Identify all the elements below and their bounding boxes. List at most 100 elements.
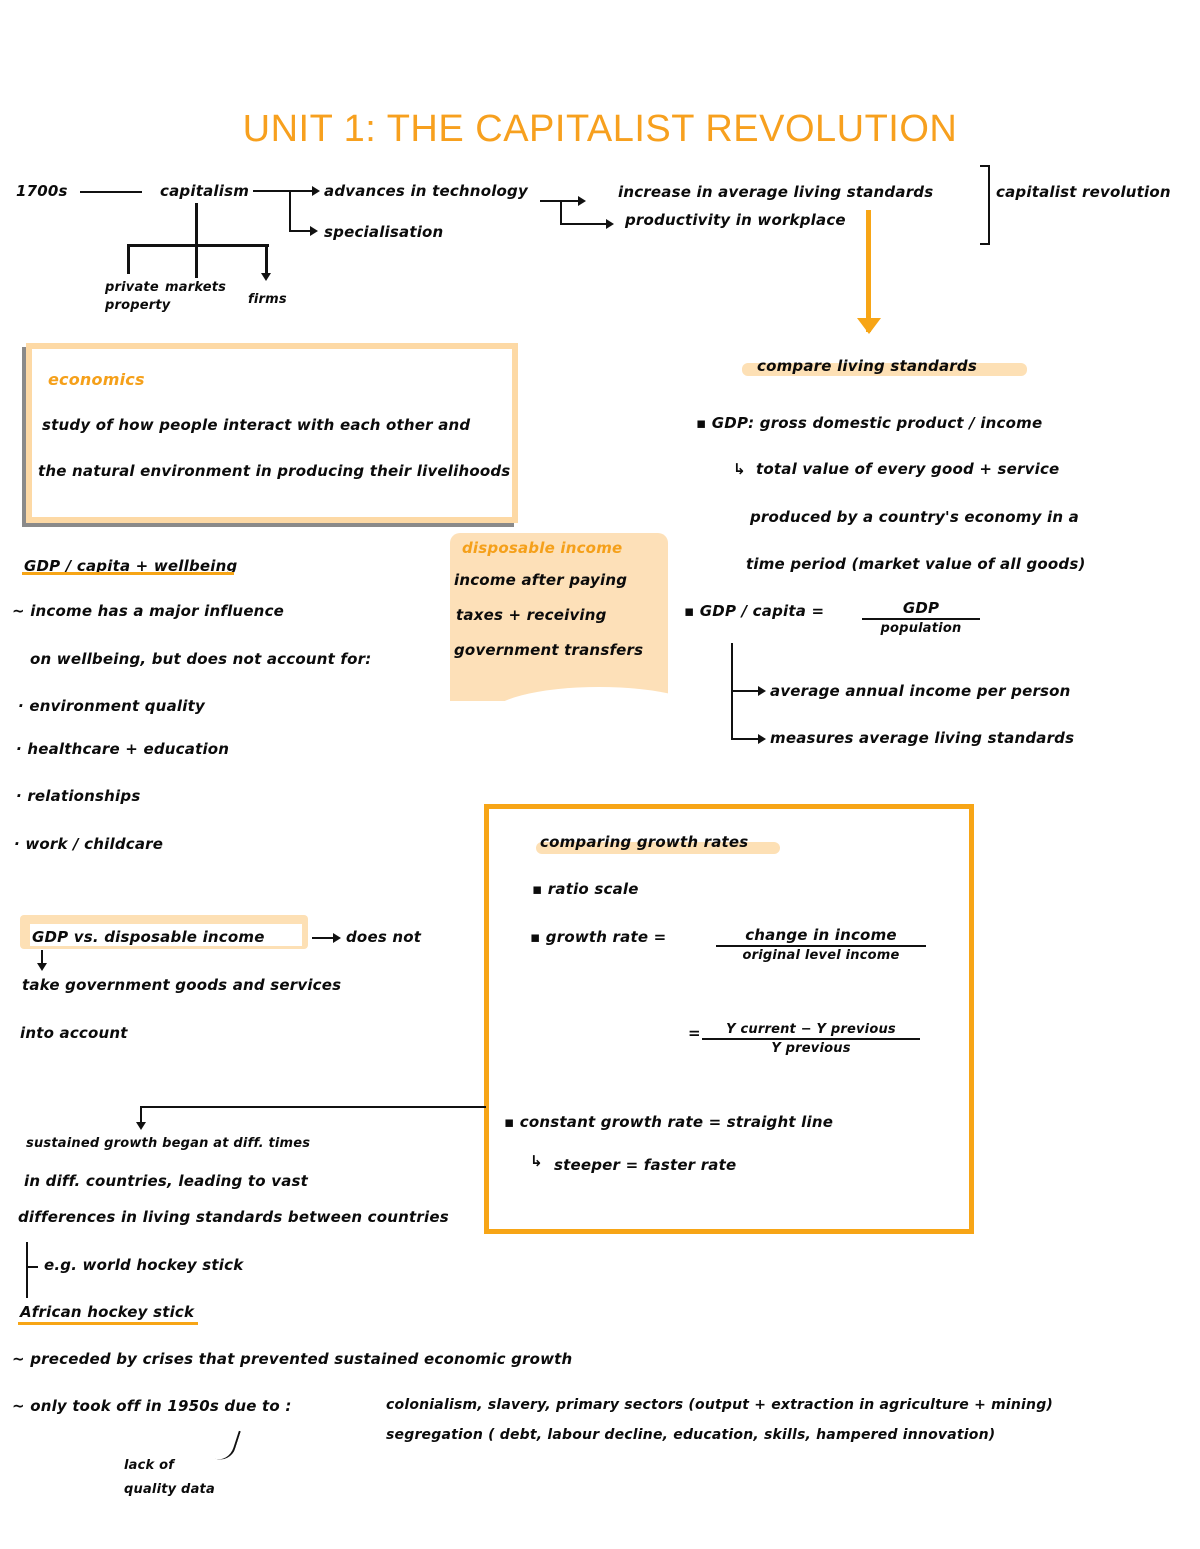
arrow-right-icon [312,186,320,196]
arrow-right-icon [758,686,766,696]
capitalist-revolution-label: capitalist revolution [996,183,1171,201]
growth-heading: comparing growth rates [540,833,749,851]
connector-line [140,1106,486,1108]
arrow-right-icon [578,196,586,206]
note-line-1: lack of [124,1458,175,1473]
connector-line [26,1266,38,1268]
arrow-right-icon [310,226,318,236]
technology-label: advances in technology [324,182,528,200]
pillar-private: private [105,280,159,295]
wellbeing-line-2: on wellbeing, but does not account for: [30,650,372,668]
arrow-down-icon [37,963,47,971]
arrow-right-icon [333,933,341,943]
heading-underline [18,1322,198,1325]
fraction-numerator: change in income [716,926,926,947]
disposable-line-1: income after paying [454,571,628,589]
wellbeing-item: · work / childcare [14,835,164,853]
bracket [980,243,990,245]
disposable-line-3: government transfers [454,641,644,659]
growth-formula-fraction: Y current − Y previous Y previous [702,1022,920,1056]
heading-highlight [742,363,1027,376]
annotation-arrow [215,1426,241,1464]
gdp-vs-line-3: into account [20,1024,128,1042]
gdp-def-arrow-icon: ↳ [733,460,746,478]
connector-line [127,244,269,247]
compare-heading: compare living standards [757,357,977,375]
wellbeing-heading: GDP / capita + wellbeing [24,557,238,575]
gdp-definition-label: ▪ GDP: gross domestic product / income [696,414,1043,432]
growth-rate-label: ▪ growth rate = [530,928,667,946]
gdp-def-line-3: time period (market value of all goods) [746,555,1086,573]
connector-line [560,223,608,225]
gdp-vs-arrow-text: does not [346,928,422,946]
sustained-line-1: sustained growth began at diff. times [26,1136,311,1151]
disposable-heading: disposable income [462,539,623,557]
connector-line [312,937,334,939]
fraction-denominator: Y previous [771,1041,851,1056]
capita-point-2: measures average living standards [770,729,1075,747]
african-hockey-heading: African hockey stick [20,1303,195,1321]
economics-line-1: study of how people interact with each o… [42,416,471,434]
sustained-line-3: differences in living standards between … [18,1208,449,1226]
connector-line [253,190,313,192]
sustained-line-2: in diff. countries, leading to vast [24,1172,309,1190]
gdp-vs-label: GDP vs. disposable income [32,928,265,946]
pillar-property: property [105,298,171,313]
era-label: 1700s [16,182,68,200]
wellbeing-item: · environment quality [18,697,205,715]
heading-underline [22,572,234,575]
arrow-down-icon [857,318,881,334]
connector-line [80,191,142,193]
gdp-vs-line-2: take government goods and services [22,976,342,994]
bottom-line-2: ~ only took off in 1950s due to : [12,1397,292,1415]
outcome-living-standards: increase in average living standards [618,183,934,201]
gdp-vs-inner [30,924,302,946]
note-line-2: quality data [124,1482,215,1497]
outcome-productivity: productivity in workplace [625,211,846,229]
capita-point-1: average annual income per person [770,682,1071,700]
gdp-capita-fraction: GDP population [862,599,980,636]
arrow-down-icon [136,1122,146,1130]
connector-line [26,1242,28,1298]
specialisation-label: specialisation [324,223,444,241]
connector-line [140,1106,142,1124]
heading-highlight [536,842,780,854]
growth-rate-fraction: change in income original level income [716,926,926,963]
equals-sign: = [688,1024,701,1042]
fraction-denominator: original level income [742,948,900,963]
hockey-example: e.g. world hockey stick [44,1256,244,1274]
connector-line [195,203,198,278]
capitalism-label: capitalism [160,182,250,200]
fraction-denominator: population [880,621,962,636]
fraction-numerator: Y current − Y previous [702,1022,920,1040]
connector-line [289,191,291,231]
connector-line [731,690,759,692]
reasons-line-1: colonialism, slavery, primary sectors (o… [386,1397,1054,1413]
pillar-markets: markets [165,280,227,295]
steeper-item: steeper = faster rate [554,1156,737,1174]
connector-line [289,230,311,232]
orange-arrow-shaft [866,210,871,332]
wellbeing-item: · relationships [16,787,141,805]
arrow-right-icon [606,219,614,229]
connector-line [127,244,130,274]
economics-definition-box [26,343,518,523]
arrow-down-icon [261,273,271,281]
wellbeing-item: · healthcare + education [16,740,230,758]
bracket [980,165,990,167]
constant-growth-item: ▪ constant growth rate = straight line [504,1113,834,1131]
ratio-scale-item: ▪ ratio scale [532,880,639,898]
steeper-arrow-icon: ↳ [530,1152,543,1170]
reasons-line-2: segregation ( debt, labour decline, educ… [386,1427,996,1443]
connector-line [560,200,562,224]
economics-heading: economics [48,370,145,389]
disposable-income-note [450,533,668,701]
growth-rates-box [484,804,974,1234]
bottom-line-1: ~ preceded by crises that prevented sust… [12,1350,573,1368]
economics-line-2: the natural environment in producing the… [38,462,511,480]
gdp-def-line-2: produced by a country's economy in a [750,508,1079,526]
gdp-def-line-1: total value of every good + service [756,460,1060,478]
disposable-line-2: taxes + receiving [456,606,607,624]
wellbeing-line-1: ~ income has a major influence [12,602,285,620]
gdp-capita-label: ▪ GDP / capita = [684,602,825,620]
